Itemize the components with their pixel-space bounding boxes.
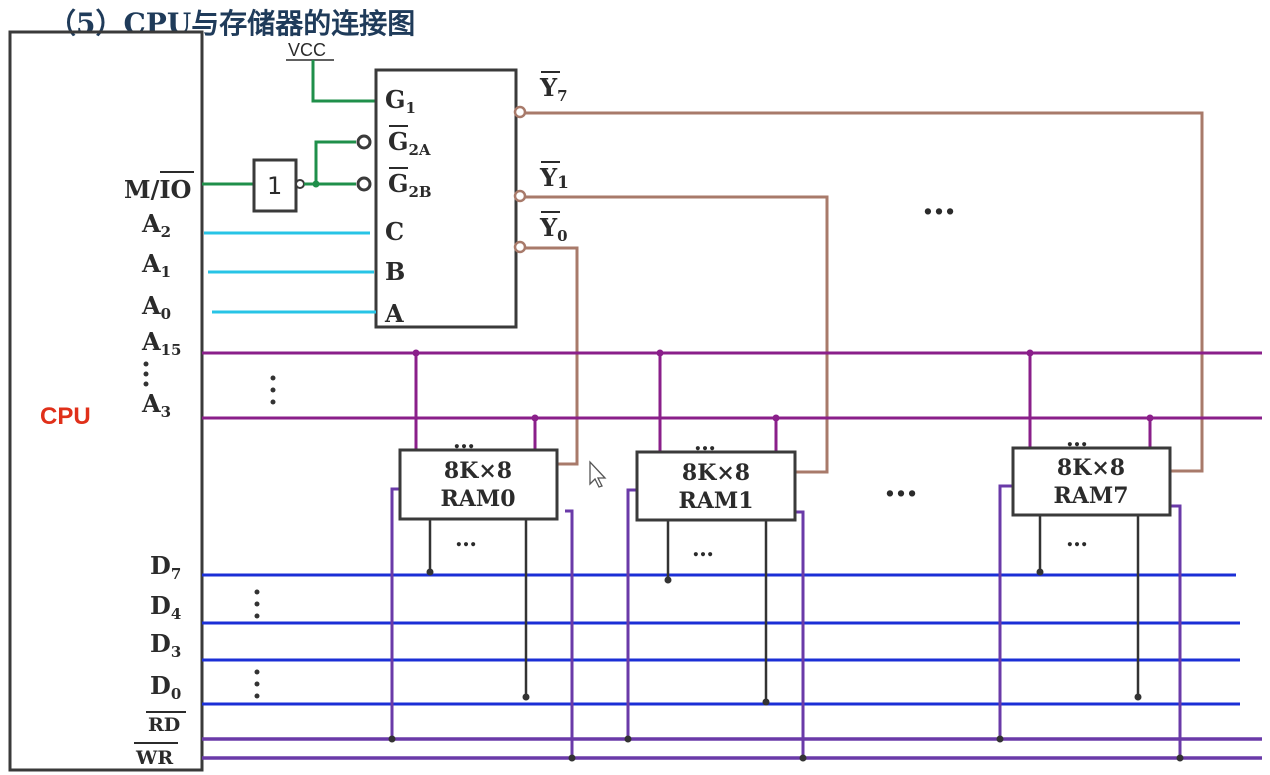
cpu-label: CPU <box>40 403 91 430</box>
ellipsis-d-lower-vertical <box>254 669 260 699</box>
wr-label: WR <box>135 747 173 769</box>
y0-label: Y0 <box>539 213 568 245</box>
a-label: A <box>384 299 404 328</box>
y0-to-ram0-line <box>525 246 579 466</box>
not-gate-bubble <box>295 179 305 189</box>
d3-label: D3 <box>150 629 181 661</box>
y1-bubble <box>513 189 527 203</box>
ram1-box <box>635 450 797 522</box>
ram7-top-ellipsis: … <box>1066 426 1088 452</box>
ram0-a15-dot <box>412 349 420 357</box>
d0-label: D0 <box>150 671 181 703</box>
decoder-box <box>374 68 518 329</box>
vcc-label: VCC <box>288 40 326 60</box>
ram0-wr-dot <box>568 754 576 762</box>
ram1-d7-dot <box>664 576 672 584</box>
d7-label: D7 <box>150 551 181 583</box>
ram1-name: RAM1 <box>678 488 753 514</box>
y7-label: Y7 <box>539 73 568 105</box>
ram7-name: RAM7 <box>1053 483 1128 509</box>
a0-label: A0 <box>141 291 171 323</box>
ram1-d0-dot <box>762 698 770 706</box>
ram7-bottom-ellipsis: … <box>1066 526 1088 552</box>
y1-to-ram1-line <box>525 195 829 474</box>
ram7-rd-dot <box>996 735 1004 743</box>
ram7-a3-dot <box>1146 414 1154 422</box>
y7-bubble <box>513 105 527 119</box>
ram7-box <box>1011 446 1172 517</box>
ellipsis-a-vertical <box>143 361 149 387</box>
gate-to-g2a-line <box>314 140 356 184</box>
ram7-d0-dot <box>1134 693 1142 701</box>
d4-label: D4 <box>150 591 181 623</box>
a1-label: A1 <box>141 249 171 281</box>
mio-label: M/IO <box>124 175 191 204</box>
ram7-d7-dot <box>1036 568 1044 576</box>
ram1-wr-dot <box>799 754 807 762</box>
ram0-a3-dot <box>531 414 539 422</box>
rd-label: RD <box>148 714 180 736</box>
g2b-bubble <box>356 176 372 192</box>
ram0-top-ellipsis: … <box>453 428 475 454</box>
ram0-d0-dot <box>522 693 530 701</box>
ram7-wr-dot <box>1176 754 1184 762</box>
ram0-rd-tap <box>390 487 402 739</box>
y1-label: Y1 <box>539 163 569 193</box>
ram1-wr-tap <box>795 510 805 758</box>
ram0-bottom-ellipsis: … <box>455 526 477 552</box>
mouse-cursor-icon <box>589 460 607 488</box>
g2a-bubble <box>356 134 372 150</box>
b-label: B <box>385 257 405 286</box>
cpu-box <box>8 30 204 772</box>
ram0-size: 8K×8 <box>444 458 512 484</box>
ellipsis-top-right: … <box>922 183 956 223</box>
g1-label: G1 <box>385 85 416 117</box>
y0-bubble <box>513 240 527 254</box>
ram0-box <box>398 448 559 521</box>
ram1-top-ellipsis: … <box>694 430 716 456</box>
vcc-to-g1-line <box>311 60 376 103</box>
ram1-rd-tap <box>626 488 638 739</box>
ram1-size: 8K×8 <box>682 460 750 486</box>
ram7-size: 8K×8 <box>1057 455 1125 481</box>
c-label: C <box>385 217 404 246</box>
ram0-wr-tap <box>565 509 574 758</box>
a2-label: A2 <box>141 209 171 241</box>
page-title: （5）CPU与存储器的连接图 <box>48 7 416 40</box>
ellipsis-addr-vertical <box>270 375 276 405</box>
ellipsis-between-rams: … <box>884 465 918 505</box>
ram0-name: RAM0 <box>440 486 515 512</box>
gate-junction <box>312 180 320 188</box>
ram1-a15-dot <box>656 349 664 357</box>
g2a-label: G2A <box>388 127 431 159</box>
ram7-a15-dot <box>1026 349 1034 357</box>
g2b-label: G2B <box>388 169 432 201</box>
ram0-rd-dot <box>388 735 396 743</box>
a3-label: A3 <box>141 389 171 421</box>
ram1-bottom-ellipsis: … <box>692 536 714 562</box>
ram7-wr-tap <box>1170 504 1182 758</box>
not-gate-label: 1 <box>267 172 282 200</box>
y7-to-ram7-line <box>525 111 1204 473</box>
ram7-rd-tap <box>998 484 1013 739</box>
ram1-rd-dot <box>624 735 632 743</box>
ram0-d7-dot <box>426 568 434 576</box>
ellipsis-d-upper-vertical <box>254 589 260 619</box>
ram1-a3-dot <box>772 414 780 422</box>
a15-label: A15 <box>141 327 182 359</box>
